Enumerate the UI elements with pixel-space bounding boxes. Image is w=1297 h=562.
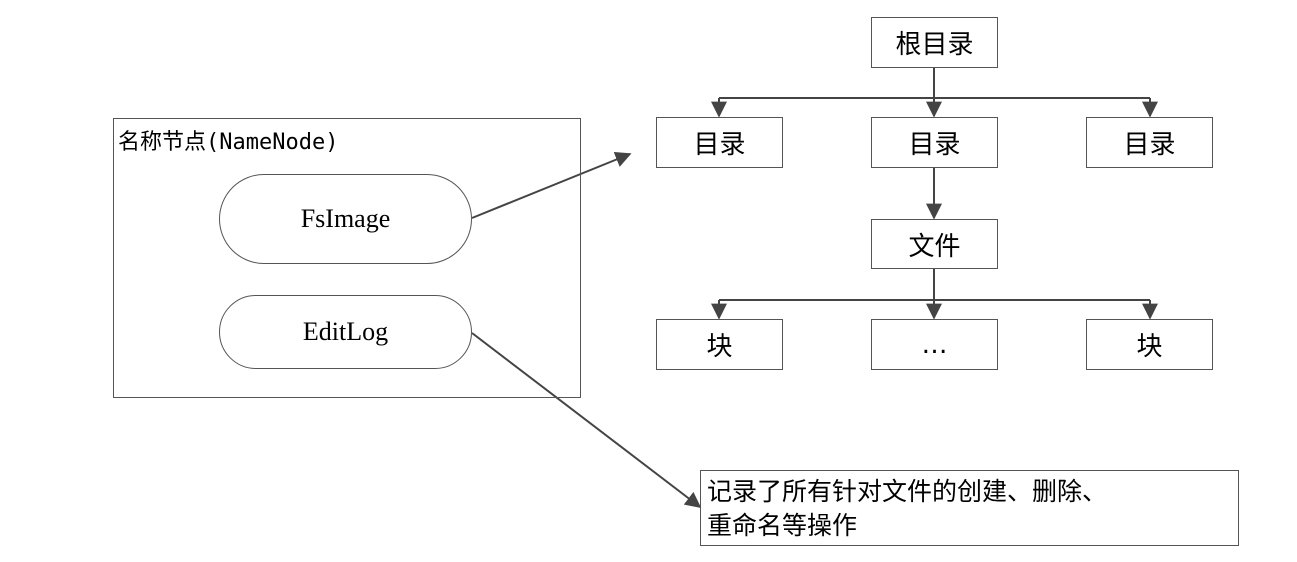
block-node-right: 块 [1086, 319, 1213, 370]
editlog-to-note-arrow [471, 332, 702, 508]
fsimage-node: FsImage [219, 174, 472, 264]
editlog-note-line-2: 重命名等操作 [707, 511, 858, 540]
file-node: 文件 [871, 219, 998, 269]
fsimage-to-tree-arrow [471, 151, 632, 219]
directory-node-left: 目录 [656, 117, 783, 168]
directory-node-middle: 目录 [871, 117, 998, 168]
editlog-note-line-1: 记录了所有针对文件的创建、删除、 [707, 477, 1108, 506]
editlog-node: EditLog [219, 295, 472, 369]
editlog-note: 记录了所有针对文件的创建、删除、 重命名等操作 [700, 470, 1239, 546]
directory-node-right: 目录 [1086, 117, 1213, 168]
root-directory-node: 根目录 [871, 17, 998, 68]
namenode-frame [113, 118, 581, 398]
block-node-middle: … [871, 319, 998, 370]
namenode-title: 名称节点(NameNode) [118, 130, 339, 155]
block-node-left: 块 [656, 319, 783, 370]
